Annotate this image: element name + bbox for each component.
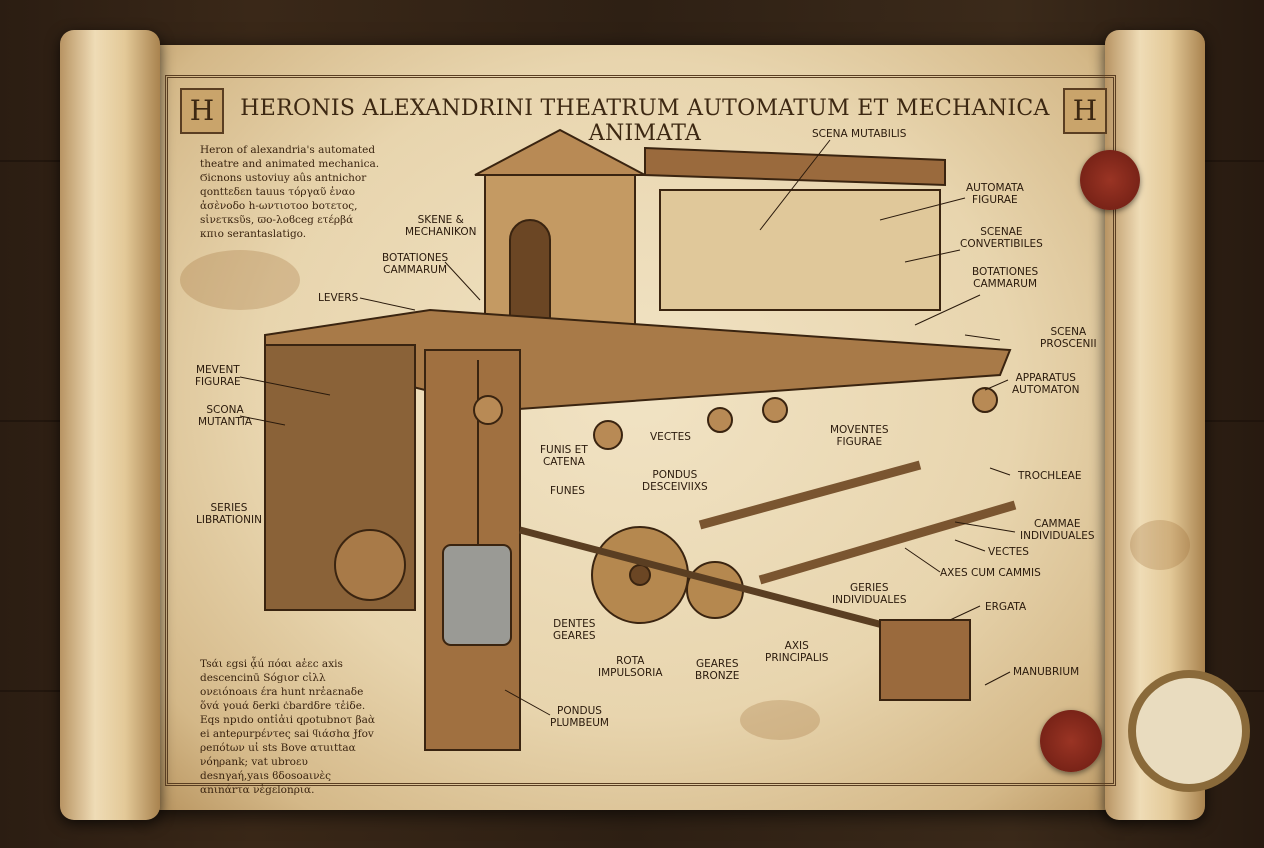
- label-geares-bronze: GEARES BRONZE: [695, 658, 740, 682]
- winch: [879, 619, 971, 701]
- cam-axle: [758, 500, 1017, 585]
- label-axis-principalis: AXIS PRINCIPALIS: [765, 640, 829, 664]
- temple-facade: [484, 174, 636, 326]
- label-scena-proscenii: SCENA PROSCENII: [1040, 326, 1097, 350]
- lead-weight: [442, 544, 512, 646]
- stage-backdrop: [659, 189, 941, 311]
- label-geries-individuales: GERIES INDIVIDUALES: [832, 582, 907, 606]
- label-series-librationin: SERIES LIBRATIONIN: [196, 502, 262, 526]
- pediment: [474, 128, 646, 176]
- label-funes: FUNES: [550, 485, 585, 497]
- bronze-gear: [686, 561, 744, 619]
- illuminated-initial: H: [1063, 88, 1107, 134]
- label-skene: SKENE & MECHANIKON: [405, 214, 477, 238]
- label-axes-cum-cammis: AXES CUM CAMMIS: [940, 567, 1041, 579]
- label-pondus-descendens: PONDUS DESCEIVIIXS: [642, 469, 708, 493]
- label-apparatus-automaton: APPARATUS AUTOMATON: [1012, 372, 1080, 396]
- label-automata-figurae: AUTOMATA FIGURAE: [966, 182, 1024, 206]
- label-vectes-2: VECTES: [988, 546, 1029, 558]
- label-funis-et-catena: FUNIS ET CATENA: [540, 444, 588, 468]
- label-dentes-geares: DENTES GEARES: [553, 618, 596, 642]
- illuminated-initial: H: [180, 88, 224, 134]
- ornamental-border: [165, 75, 1116, 786]
- label-cammae-individuales: CAMMAE INDIVIDUALES: [1020, 518, 1095, 542]
- wax-seal: [1040, 710, 1102, 772]
- label-scona-mutantia: SCONA MUTANTIA: [198, 404, 253, 428]
- scaffold-gear: [334, 529, 406, 601]
- main-axle: [519, 526, 941, 644]
- label-moventes-figurae: MOVENTES FIGURAE: [830, 424, 889, 448]
- stain: [1130, 520, 1190, 570]
- compass-icon: [1128, 670, 1250, 792]
- label-botationes-cammarum-2: BOTATIONES CAMMARUM: [972, 266, 1039, 290]
- label-trochleae: TROCHLEAE: [1018, 470, 1082, 482]
- stain: [180, 250, 300, 310]
- cam-axle: [698, 460, 922, 530]
- label-pondus-plumbeum: PONDUS PLUMBEUM: [550, 705, 609, 729]
- roof: [644, 146, 946, 187]
- footer-text: Tsάι εgsi ᾆú πόαι aἑεc axis descencinū S…: [200, 658, 375, 796]
- label-levers: LEVERS: [318, 292, 359, 304]
- label-ergata: ERGATA: [985, 601, 1027, 613]
- wax-seal: [1080, 150, 1140, 210]
- label-vectes: VECTES: [650, 431, 691, 443]
- label-mevent-figurae: MEVENT FIGURAE: [195, 364, 241, 388]
- label-scena-mutabilis: SCENA MUTABILIS: [812, 128, 907, 140]
- stain: [740, 700, 820, 740]
- label-manubrium: MANUBRIUM: [1013, 666, 1080, 678]
- scroll-left: [60, 30, 160, 820]
- label-rota-impulsoria: ROTA IMPULSORIA: [598, 655, 663, 679]
- label-botationes-cammarum: BOTATIONES CAMMARUM: [382, 252, 449, 276]
- intro-text: Heron of alexandria's automated theatre …: [200, 144, 380, 240]
- label-scenae-convertibiles: SCENAE CONVERTIBILES: [960, 226, 1043, 250]
- page-title: HERONIS ALEXANDRINI THEATRUM AUTOMATUM E…: [240, 96, 1050, 146]
